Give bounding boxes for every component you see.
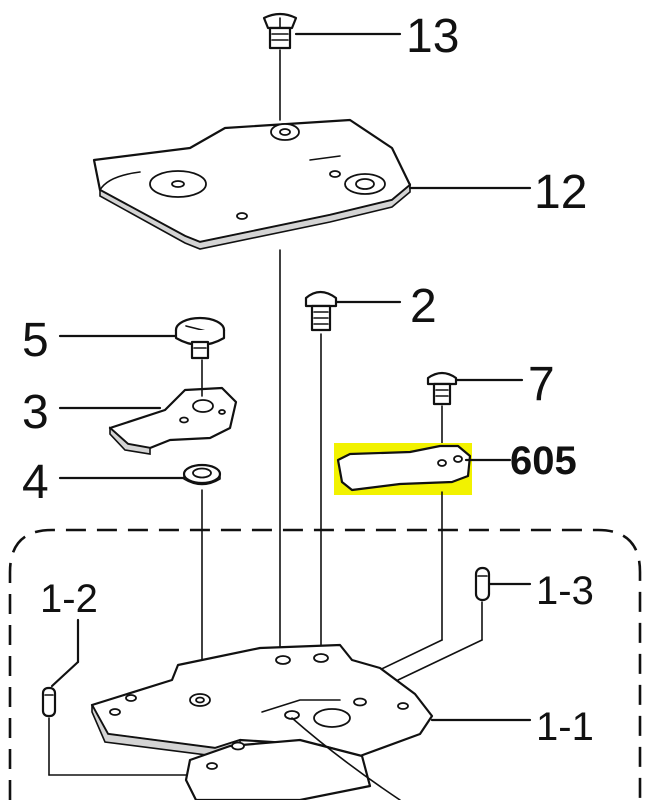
label-1-1: 1-1 <box>536 705 594 749</box>
cover-plate-12 <box>92 118 412 250</box>
washer-4 <box>182 463 222 486</box>
base-plate-1-1 <box>90 643 434 800</box>
label-2: 2 <box>410 280 437 333</box>
plate-605 <box>336 444 472 492</box>
cable <box>291 717 401 800</box>
lever-3 <box>108 386 238 455</box>
label-5: 5 <box>22 314 49 367</box>
label-605: 605 <box>510 439 577 483</box>
label-13: 13 <box>406 10 459 63</box>
label-3: 3 <box>22 386 49 439</box>
label-7: 7 <box>528 358 555 411</box>
label-12: 12 <box>534 166 587 219</box>
label-1-3: 1-3 <box>536 569 594 613</box>
subassembly-boundary <box>8 528 642 800</box>
label-1-2: 1-2 <box>40 577 98 621</box>
screw-7 <box>426 371 458 406</box>
screw-5 <box>174 316 226 360</box>
label-4: 4 <box>22 456 49 509</box>
screw-13 <box>262 12 298 50</box>
axis-1-3-diag <box>397 639 483 681</box>
pin-1-2 <box>41 686 57 718</box>
pin-1-3 <box>474 566 491 602</box>
leader-1-2-diag <box>50 660 80 688</box>
screw-2 <box>304 290 338 332</box>
